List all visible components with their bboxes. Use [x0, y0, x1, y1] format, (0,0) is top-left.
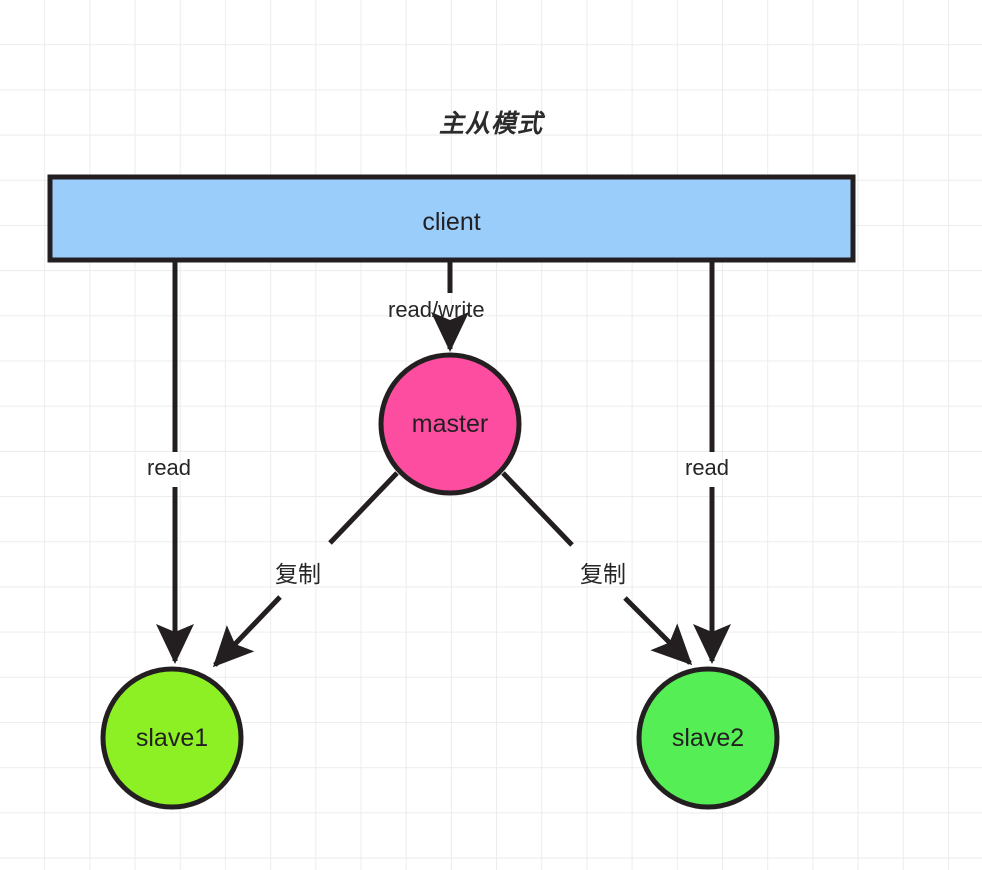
edge-master-to-slave2-lower [623, 596, 693, 666]
node-slave2-shape[interactable] [636, 666, 780, 810]
node-client-shape[interactable] [47, 174, 856, 263]
node-slave1-shape[interactable] [100, 666, 244, 810]
edge-label-read-left: read [147, 455, 192, 480]
diagram-title: 主从模式 [438, 110, 543, 138]
edge-label-read-write: read/write [388, 297, 485, 322]
edge-label-copy-left: 复制 [275, 561, 321, 587]
edge-label-read-right: read [685, 455, 730, 480]
node-master-shape[interactable] [378, 352, 522, 496]
edge-master-to-slave2-upper [501, 471, 574, 547]
edge-label-copy-right: 复制 [580, 561, 626, 587]
edge-master-to-slave1-lower [212, 595, 282, 668]
edge-master-to-slave1-upper [328, 471, 399, 545]
